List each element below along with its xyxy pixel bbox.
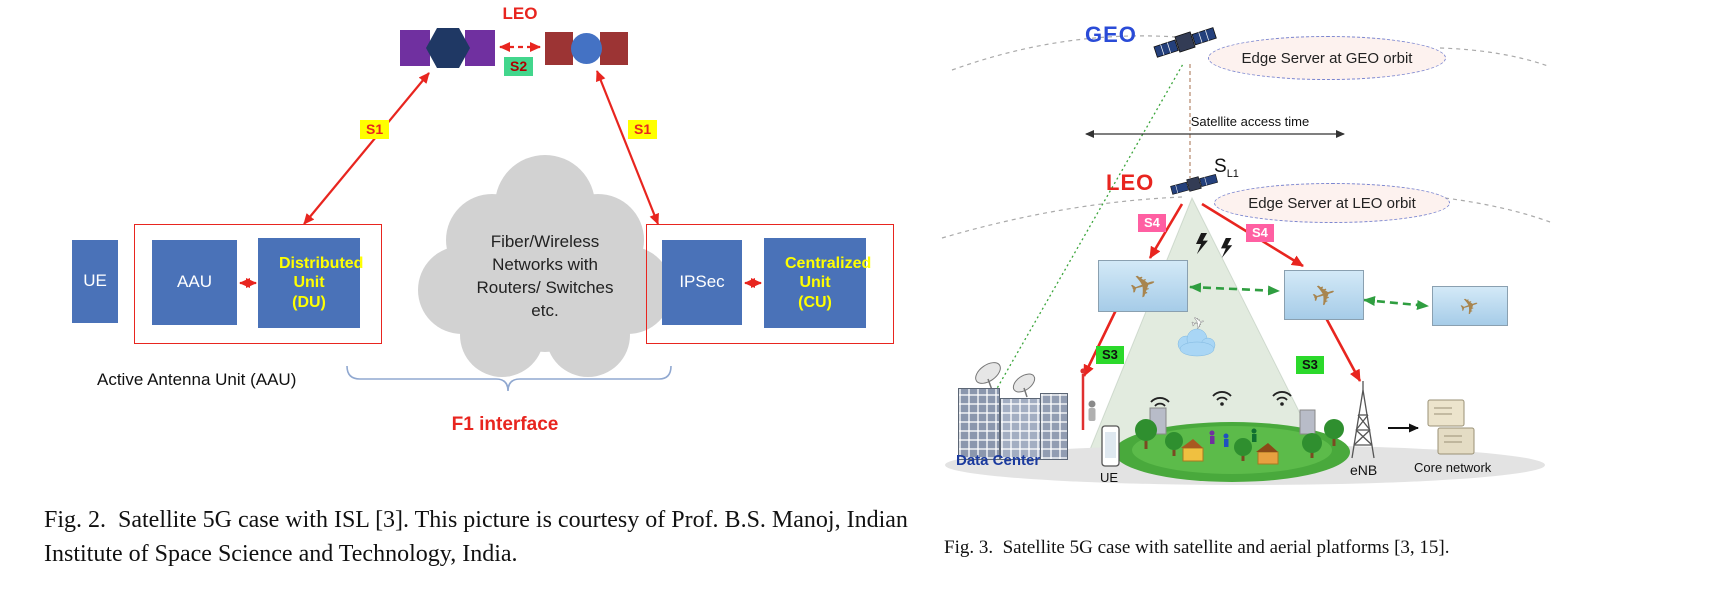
leo-orbit-label: LEO (1106, 170, 1155, 195)
ground-green (1114, 422, 1350, 482)
aau-du-group-outline (134, 224, 382, 344)
satellite-access-time-label: Satellite access time (1190, 114, 1310, 129)
ue-box: UE (72, 240, 118, 323)
core-network-label: Core network (1414, 460, 1492, 475)
s2-link-label: S2 (504, 57, 534, 76)
leo-satellite-icon (1170, 173, 1218, 195)
geo-satellite-icon (1153, 27, 1217, 58)
s1-left-label: S1 (360, 120, 390, 139)
cu-box: Centralized Unit (CU) (764, 238, 872, 328)
tree-icons (1135, 419, 1344, 461)
enb-tower-icon (1351, 381, 1375, 459)
aau-full-name-label: Active Antenna Unit (AAU) (97, 370, 297, 389)
leo-satellite-id-label: SL1 (1214, 156, 1239, 180)
aerial-platform-icon: ✈ (1284, 270, 1364, 320)
figure-3-caption: Fig. 3. Satellite 5G case with satellite… (944, 537, 1450, 558)
lightning-icon (1196, 233, 1208, 255)
solar-panel-icon (465, 30, 495, 66)
satellite-dish-icon (975, 362, 1001, 391)
s4-right-label: S4 (1246, 224, 1274, 242)
person-icon (1251, 428, 1257, 442)
satellite-hub-icon (571, 33, 602, 64)
house-icon (1181, 439, 1204, 462)
data-center-label: Data Center (956, 452, 1041, 469)
geo-edge-server-ellipse: Edge Server at GEO orbit (1208, 36, 1446, 80)
core-network-icon (1427, 399, 1475, 455)
data-center-building-icon (958, 388, 1000, 460)
f1-brace (346, 365, 672, 392)
ipsec-box: IPSec (662, 240, 742, 325)
antenna-mast-icon (1080, 368, 1086, 430)
solar-panel-icon (400, 30, 430, 66)
wifi-icon (1272, 391, 1292, 406)
data-center-building-icon (1000, 398, 1044, 460)
leo-edge-server-ellipse: Edge Server at LEO orbit (1214, 183, 1450, 223)
satellite-hub-icon (426, 28, 470, 68)
building-icon (1149, 407, 1167, 435)
house-icon (1256, 443, 1279, 465)
aerial-platform-icon: ✈ (1098, 260, 1188, 312)
ue-label: UE (1100, 470, 1119, 485)
enb-label: eNB (1350, 462, 1378, 478)
solar-panel-icon (545, 32, 573, 65)
geo-orbit-label: GEO (1085, 22, 1137, 47)
person-icon (1209, 430, 1215, 444)
network-cloud-label: Fiber/Wireless Networks with Routers/ Sw… (476, 232, 614, 320)
satellite-dish-icon (1012, 373, 1036, 398)
person-icon (1223, 433, 1229, 447)
small-plane-icon: ✈ (1190, 314, 1207, 334)
leo-link-label: LEO (502, 4, 538, 23)
person-icon (1088, 400, 1096, 421)
geo-edge-server-label: Edge Server at GEO orbit (1241, 49, 1413, 67)
aerial-platform-icon: ✈ (1432, 286, 1508, 326)
figure-2-caption: Fig. 2. Satellite 5G case with ISL [3]. … (44, 507, 914, 567)
wifi-icon (1212, 391, 1232, 406)
s1-right-arrow (595, 70, 660, 225)
s4-left-label: S4 (1138, 214, 1166, 232)
du-box: Distributed Unit (DU) (258, 238, 364, 328)
weather-cloud-icon (1177, 328, 1216, 357)
leo-edge-server-label: Edge Server at LEO orbit (1248, 194, 1416, 212)
ue-phone-icon (1101, 425, 1120, 467)
lightning-icon (1221, 238, 1233, 258)
ground-green-light (1132, 426, 1332, 474)
solar-panel-icon (600, 32, 628, 65)
s3-right-label: S3 (1296, 356, 1324, 374)
aau-box: AAU (152, 240, 237, 325)
s3-left-label: S3 (1096, 346, 1124, 364)
data-center-building-icon (1040, 393, 1068, 460)
s1-right-label: S1 (628, 120, 658, 139)
s1-left-arrow (303, 72, 430, 225)
leo-beam-cone (1077, 196, 1334, 480)
wifi-icon (1150, 397, 1170, 412)
f1-interface-label: F1 interface (451, 414, 559, 435)
building-icon (1299, 409, 1316, 435)
du-box-label: Distributed Unit (DU) (279, 255, 364, 311)
cu-box-label: Centralized Unit (CU) (785, 255, 872, 311)
